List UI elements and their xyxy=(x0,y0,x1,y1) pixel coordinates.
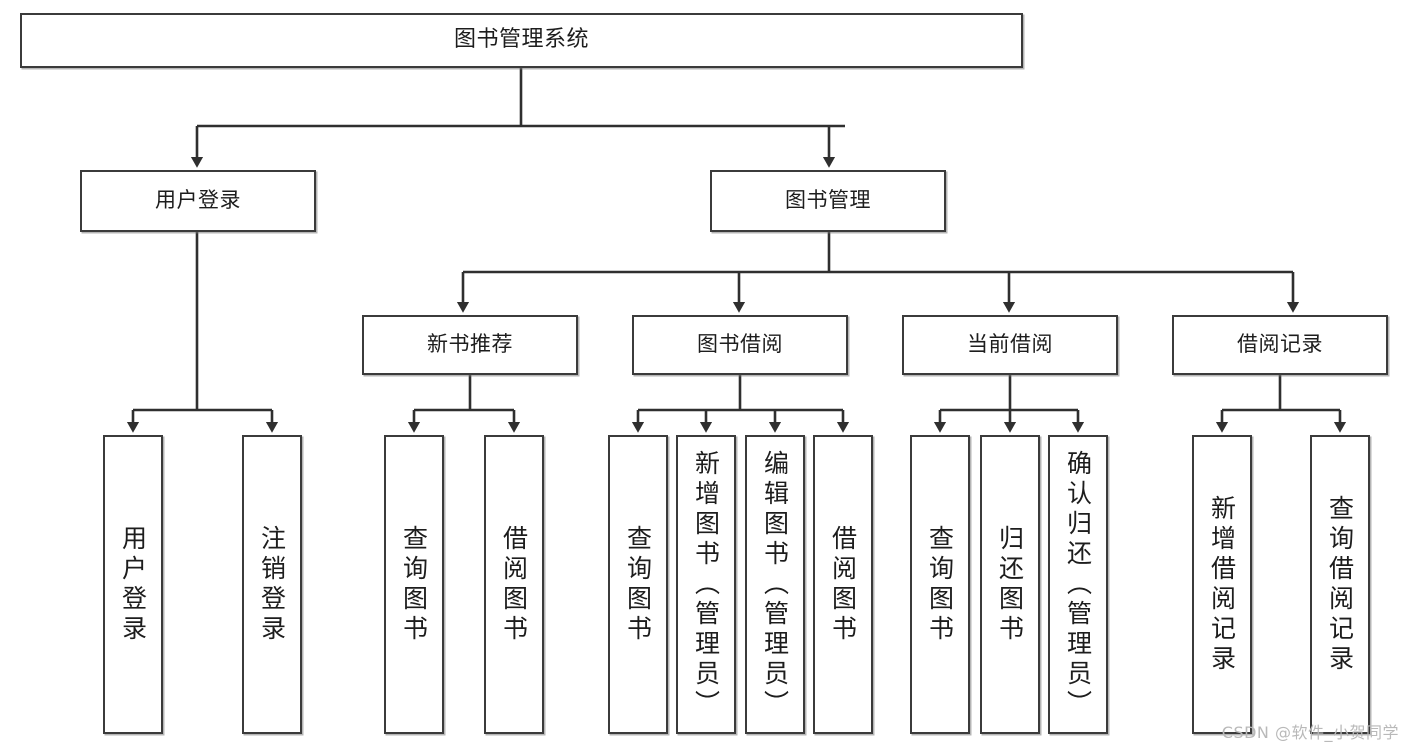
node-current-borrow[interactable]: 当前借阅 xyxy=(902,315,1118,375)
node-leaf-edit-book-label: 编辑图书（管理员） xyxy=(760,449,790,720)
node-leaf-query-book-1[interactable]: 查询图书 xyxy=(384,435,444,734)
node-borrow-record[interactable]: 借阅记录 xyxy=(1172,315,1388,375)
node-leaf-borrow-book-1[interactable]: 借阅图书 xyxy=(484,435,544,734)
node-leaf-add-book-label: 新增图书（管理员） xyxy=(691,449,721,720)
node-leaf-edit-book[interactable]: 编辑图书（管理员） xyxy=(745,435,805,734)
node-book-management-label: 图书管理 xyxy=(785,188,871,213)
node-leaf-borrow-book-2[interactable]: 借阅图书 xyxy=(813,435,873,734)
node-root-label: 图书管理系统 xyxy=(453,27,589,53)
node-leaf-borrow-book-2-label: 借阅图书 xyxy=(828,524,858,645)
node-leaf-query-book-3[interactable]: 查询图书 xyxy=(910,435,970,734)
node-leaf-add-record[interactable]: 新增借阅记录 xyxy=(1192,435,1252,734)
node-leaf-query-book-3-label: 查询图书 xyxy=(925,524,955,645)
node-leaf-logout-login[interactable]: 注销登录 xyxy=(242,435,302,734)
node-book-borrow-label: 图书借阅 xyxy=(697,332,783,357)
node-leaf-borrow-book-1-label: 借阅图书 xyxy=(499,524,529,645)
node-leaf-user-login[interactable]: 用户登录 xyxy=(103,435,163,734)
node-current-borrow-label: 当前借阅 xyxy=(967,332,1053,357)
node-borrow-record-label: 借阅记录 xyxy=(1237,332,1323,357)
node-leaf-confirm-return[interactable]: 确认归还（管理员） xyxy=(1048,435,1108,734)
node-user-login-label: 用户登录 xyxy=(155,188,241,213)
node-leaf-return-book[interactable]: 归还图书 xyxy=(980,435,1040,734)
watermark-text: CSDN @软件_小贺同学 xyxy=(1221,723,1399,742)
node-leaf-query-book-2[interactable]: 查询图书 xyxy=(608,435,668,734)
node-root[interactable]: 图书管理系统 xyxy=(20,13,1023,68)
node-leaf-logout-login-label: 注销登录 xyxy=(257,524,287,645)
node-new-book-recommend-label: 新书推荐 xyxy=(427,332,513,357)
node-book-management[interactable]: 图书管理 xyxy=(710,170,946,232)
node-leaf-user-login-label: 用户登录 xyxy=(118,524,148,645)
node-leaf-confirm-return-label: 确认归还（管理员） xyxy=(1063,449,1093,720)
node-leaf-query-book-1-label: 查询图书 xyxy=(399,524,429,645)
node-leaf-add-book[interactable]: 新增图书（管理员） xyxy=(676,435,736,734)
node-leaf-query-record[interactable]: 查询借阅记录 xyxy=(1310,435,1370,734)
node-book-borrow[interactable]: 图书借阅 xyxy=(632,315,848,375)
node-leaf-query-book-2-label: 查询图书 xyxy=(623,524,653,645)
node-leaf-query-record-label: 查询借阅记录 xyxy=(1325,494,1355,675)
node-leaf-return-book-label: 归还图书 xyxy=(995,524,1025,645)
node-new-book-recommend[interactable]: 新书推荐 xyxy=(362,315,578,375)
node-user-login[interactable]: 用户登录 xyxy=(80,170,316,232)
node-leaf-add-record-label: 新增借阅记录 xyxy=(1207,494,1237,675)
